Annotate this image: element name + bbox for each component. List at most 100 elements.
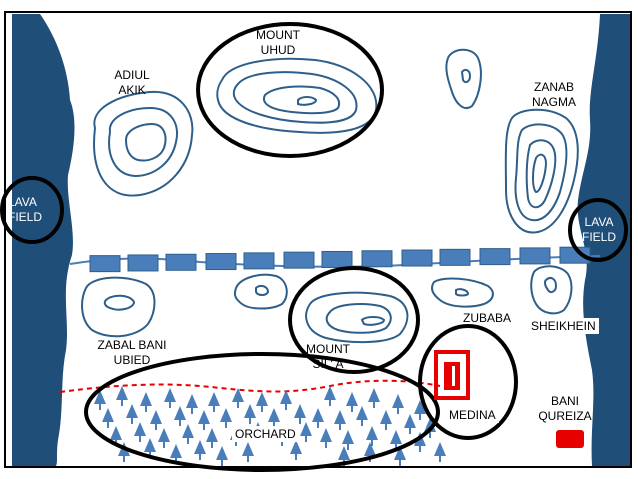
building-icon	[434, 350, 470, 400]
label-adiul-akik: ADIUL AKIK	[100, 68, 164, 98]
medina-ring	[418, 324, 518, 440]
tree-icon	[140, 392, 152, 412]
tree-icon	[164, 388, 176, 408]
tree-icon	[232, 388, 244, 408]
wall-block	[439, 248, 471, 266]
label-sheikhein: SHEIKHEIN	[528, 318, 599, 334]
label-line: LAVA	[584, 215, 614, 229]
label-bani-qureiza: BANI QUREIZA	[532, 394, 598, 424]
tree-icon	[320, 428, 332, 448]
label-line: MOUNT	[256, 28, 300, 42]
lava-field-right-ring	[568, 198, 628, 262]
zubaba-contour	[431, 277, 494, 308]
label-line: UHUD	[260, 43, 296, 57]
label-line: NAGMA	[531, 95, 576, 109]
lava-field-left-ring	[0, 176, 64, 244]
tree-icon	[434, 442, 446, 462]
label-line: FIELD	[8, 210, 43, 224]
tree-icon	[394, 446, 406, 466]
mount-uhud-contour	[216, 57, 378, 134]
label-mount-uhud: MOUNT UHUD	[246, 28, 310, 58]
tree-icon	[294, 404, 306, 424]
tree-icon	[312, 408, 324, 428]
wall-block	[479, 248, 511, 266]
label-line: QUREIZA	[538, 409, 592, 423]
label-zabal-bani-ubied: ZABAL BANI UBIED	[84, 338, 180, 368]
label-line: SIL' A	[312, 357, 344, 371]
tree-icon	[392, 394, 404, 414]
tree-icon	[150, 410, 162, 430]
tree-icon	[242, 442, 254, 462]
tree-icon	[102, 408, 114, 428]
tree-icon	[186, 394, 198, 414]
tree-icon	[390, 430, 402, 450]
label-line: ZABAL BANI	[97, 338, 167, 352]
wall-block	[205, 253, 237, 271]
tree-icon	[174, 406, 186, 426]
sheikhein-contour	[530, 265, 573, 315]
tree-icon	[414, 400, 426, 420]
tree-icon	[324, 386, 336, 406]
tree-icon	[116, 386, 128, 406]
square-marker-icon	[556, 430, 584, 448]
wall-block	[361, 250, 393, 268]
lava-field-right-area	[577, 14, 630, 466]
tree-icon	[300, 422, 312, 442]
adiul-akik-contour	[93, 90, 194, 197]
tree-icon	[342, 430, 354, 450]
label-lava-field-left: LAVA FIELD	[8, 195, 54, 225]
tree-icon	[134, 422, 146, 442]
orchard-ring	[84, 352, 440, 472]
label-line: ZANAB	[533, 80, 574, 94]
zanab-nagma-contour	[504, 108, 579, 234]
zabal-bani-ubied-contour	[81, 276, 156, 338]
wall-block	[321, 250, 353, 268]
mount-sila-ring	[288, 266, 420, 374]
tree-icon	[380, 410, 392, 430]
middle-hill-contour	[233, 273, 288, 310]
wall-block	[401, 249, 433, 267]
wall-block	[89, 255, 121, 273]
label-line: FIELD	[581, 230, 616, 244]
label-zubaba: ZUBABA	[452, 311, 522, 326]
tree-icon	[182, 424, 194, 444]
tree-icon	[126, 404, 138, 424]
label-zanab-nagma: ZANAB NAGMA	[522, 80, 586, 110]
tree-icon	[244, 404, 256, 424]
tree-icon	[208, 392, 220, 412]
label-line: LAVA	[8, 195, 37, 209]
label-line: BANI	[550, 394, 579, 408]
tree-icon	[216, 446, 228, 466]
wall-block	[165, 253, 197, 271]
label-line: ZUBABA	[462, 311, 511, 325]
small-hill-contour	[445, 48, 482, 110]
tree-icon	[356, 406, 368, 426]
label-orchard: ORCHARD	[232, 426, 299, 442]
tree-icon	[404, 414, 416, 434]
tree-icon	[290, 440, 302, 460]
label-line: ORCHARD	[235, 427, 296, 441]
tree-icon	[158, 428, 170, 448]
tree-icon	[198, 410, 210, 430]
tree-icon	[280, 390, 292, 410]
tree-icon	[194, 440, 206, 460]
tree-icon	[368, 388, 380, 408]
wall-block	[283, 251, 315, 269]
label-line: SHEIKHEIN	[531, 319, 596, 333]
label-line: MEDINA	[449, 408, 496, 422]
tree-icon	[334, 410, 346, 430]
tree-icon	[346, 392, 358, 412]
mount-sila-contour	[305, 291, 409, 344]
mount-uhud-ring	[196, 22, 384, 158]
wall-block	[519, 247, 551, 265]
label-lava-field-right: LAVA FIELD	[576, 215, 622, 245]
tree-icon	[94, 390, 106, 410]
tree-icon	[366, 426, 378, 446]
tree-icon	[256, 392, 268, 412]
tree-icon	[220, 408, 232, 428]
wall-block	[243, 252, 275, 270]
label-mount-sila: MOUNT SIL' A	[296, 342, 360, 372]
label-line: AKIK	[118, 83, 146, 97]
label-medina: MEDINA	[446, 407, 499, 423]
